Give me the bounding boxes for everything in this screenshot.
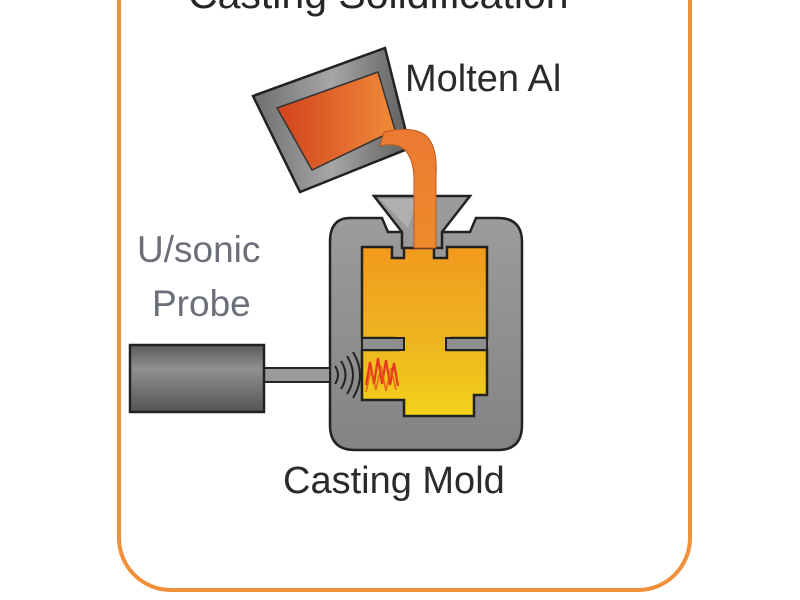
probe-rod	[261, 367, 331, 383]
cavity-divider-left	[361, 337, 405, 351]
sound-wave-arc-1	[334, 365, 339, 385]
funnel-shading	[380, 199, 418, 228]
panel-border	[117, 0, 692, 592]
ultrasonic-wave-2	[365, 365, 397, 393]
cavity-divider-right	[445, 337, 488, 351]
mold-cavity	[360, 244, 489, 418]
probe-label-line2: Probe	[152, 283, 251, 324]
molten-metal-label: Molten Al	[405, 58, 562, 100]
probe-body	[128, 343, 266, 414]
molten-metal-stream	[379, 128, 437, 249]
diagram-title: Casting Solidification	[188, 0, 569, 15]
mold-label: Casting Mold	[283, 460, 505, 502]
sound-wave-arc-3	[346, 355, 354, 395]
ultrasonic-wave-1	[364, 357, 400, 387]
probe-label-line1: U/sonic	[137, 229, 261, 270]
sound-wave-arc-2	[340, 360, 347, 390]
sound-wave-arc-4	[352, 351, 361, 399]
